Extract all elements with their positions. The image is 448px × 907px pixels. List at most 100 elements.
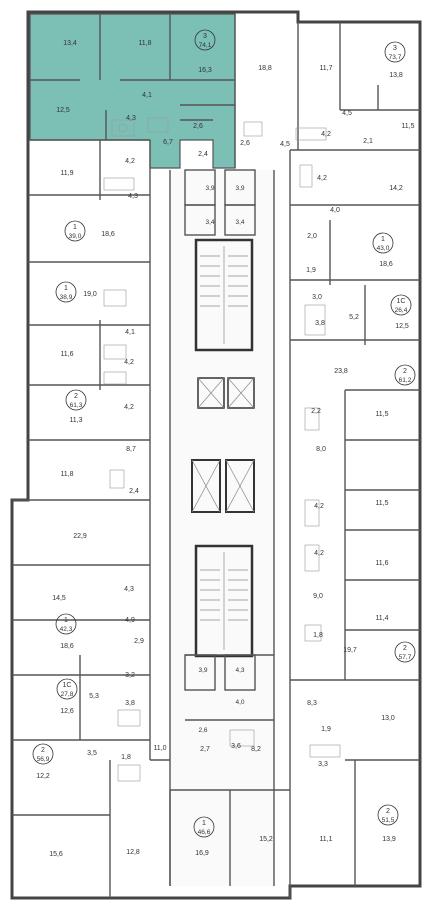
room-area: 18,6 bbox=[101, 231, 115, 238]
svg-text:3: 3 bbox=[393, 45, 397, 52]
room-area: 3,4 bbox=[205, 219, 214, 226]
room-area: 23,8 bbox=[334, 368, 348, 375]
bottom-walls bbox=[169, 654, 290, 886]
apartment-badge[interactable]: 2 51,5 bbox=[377, 804, 399, 826]
room-area: 8,0 bbox=[316, 446, 326, 453]
apartment-badge[interactable]: 1 43,0 bbox=[372, 232, 394, 254]
room-area: 2,6 bbox=[198, 727, 207, 734]
svg-text:3: 3 bbox=[203, 33, 207, 40]
apartment-badge[interactable]: 2 61,3 bbox=[65, 389, 87, 411]
svg-text:1: 1 bbox=[73, 224, 77, 231]
right-wing-walls bbox=[234, 14, 420, 898]
svg-text:2: 2 bbox=[403, 368, 407, 375]
room-area: 2,4 bbox=[129, 488, 139, 495]
room-area: 2,2 bbox=[311, 408, 321, 415]
room-area: 12,5 bbox=[395, 323, 409, 330]
svg-text:1: 1 bbox=[381, 236, 385, 243]
room-area: 11,8 bbox=[138, 40, 151, 47]
room-area: 3,9 bbox=[198, 667, 207, 674]
left-wing-walls bbox=[12, 110, 170, 898]
room-area: 16,9 bbox=[195, 850, 209, 857]
room-area: 11,6 bbox=[375, 560, 388, 567]
room-area: 3,8 bbox=[315, 320, 325, 327]
room-area: 14,2 bbox=[389, 185, 403, 192]
room-area: 4,2 bbox=[314, 550, 324, 557]
svg-text:2: 2 bbox=[41, 747, 45, 754]
apartment-badge[interactable]: 2 56,9 bbox=[32, 743, 54, 765]
room-area: 6,7 bbox=[163, 139, 173, 146]
room-area: 11,1 bbox=[319, 836, 332, 843]
room-area: 8,7 bbox=[126, 446, 136, 453]
stair-core-top bbox=[194, 238, 254, 352]
room-area: 18,6 bbox=[379, 261, 393, 268]
room-area: 12,8 bbox=[126, 849, 140, 856]
corridor-rooms bbox=[184, 169, 256, 691]
apartment-badge[interactable]: 2 57,7 bbox=[394, 641, 416, 663]
room-area: 11,5 bbox=[401, 123, 414, 130]
room-area: 22,9 bbox=[73, 533, 87, 540]
svg-text:61,3: 61,3 bbox=[70, 402, 83, 409]
room-area: 11,0 bbox=[153, 745, 166, 752]
svg-text:1: 1 bbox=[64, 285, 68, 292]
apartment-badge[interactable]: 3 74,1 bbox=[194, 29, 216, 51]
svg-text:2: 2 bbox=[403, 645, 407, 652]
apartment-badge[interactable]: 1 38,9 bbox=[55, 281, 77, 303]
room-area: 4,2 bbox=[125, 158, 135, 165]
svg-text:56,9: 56,9 bbox=[37, 756, 50, 763]
room-area: 3,5 bbox=[87, 750, 97, 757]
apartment-badge[interactable]: 3 73,7 bbox=[384, 41, 406, 63]
room-area: 11,7 bbox=[319, 65, 332, 72]
bathroom-fixtures bbox=[103, 117, 341, 782]
room-area: 4,2 bbox=[317, 175, 327, 182]
svg-text:27,8: 27,8 bbox=[61, 691, 74, 698]
room-area: 12,6 bbox=[60, 708, 74, 715]
room-area: 2,9 bbox=[134, 638, 144, 645]
svg-text:74,1: 74,1 bbox=[199, 42, 212, 49]
room-area: 2,1 bbox=[363, 138, 373, 145]
room-area: 1,8 bbox=[121, 754, 131, 761]
room-area: 12,2 bbox=[36, 773, 50, 780]
svg-text:1С: 1С bbox=[397, 298, 406, 305]
room-area: 11,4 bbox=[375, 615, 388, 622]
room-area: 8,2 bbox=[251, 746, 261, 753]
room-area: 4,3 bbox=[124, 586, 134, 593]
svg-text:26,4: 26,4 bbox=[395, 307, 408, 314]
room-area: 11,8 bbox=[60, 471, 73, 478]
apartment-badge[interactable]: 1 46,6 bbox=[193, 816, 215, 838]
room-area: 8,3 bbox=[307, 700, 317, 707]
svg-text:1С: 1С bbox=[63, 682, 72, 689]
room-area: 14,5 bbox=[52, 595, 66, 602]
stair-core-bottom bbox=[194, 544, 254, 658]
room-area: 3,9 bbox=[235, 185, 244, 192]
room-area: 4,0 bbox=[330, 207, 340, 214]
room-area: 2,6 bbox=[193, 123, 203, 130]
room-area: 9,0 bbox=[313, 593, 323, 600]
apartment-badge[interactable]: 2 61,2 bbox=[394, 364, 416, 386]
room-area: 18,8 bbox=[258, 65, 272, 72]
room-area: 12,5 bbox=[56, 107, 70, 114]
svg-text:38,9: 38,9 bbox=[60, 294, 73, 301]
apartment-badge[interactable]: 1 42,3 bbox=[55, 613, 77, 635]
room-area: 13,9 bbox=[382, 836, 396, 843]
room-area: 4,2 bbox=[124, 404, 134, 411]
room-area: 13,4 bbox=[63, 40, 77, 47]
room-area: 19,7 bbox=[343, 647, 357, 654]
room-area: 4,5 bbox=[342, 110, 352, 117]
room-area: 15,2 bbox=[259, 836, 273, 843]
room-area: 3,0 bbox=[312, 294, 322, 301]
apartment-badge[interactable]: 1С 26,4 bbox=[390, 294, 412, 316]
room-area: 2,6 bbox=[240, 140, 250, 147]
room-area: 11,5 bbox=[375, 500, 388, 507]
apartment-badge[interactable]: 1 39,0 bbox=[64, 220, 86, 242]
room-area: 3,6 bbox=[231, 743, 241, 750]
apartment-badge[interactable]: 1С 27,8 bbox=[56, 678, 78, 700]
room-area: 11,5 bbox=[375, 411, 388, 418]
room-area: 13,8 bbox=[389, 72, 403, 79]
svg-text:57,7: 57,7 bbox=[399, 654, 412, 661]
room-area: 3,3 bbox=[318, 761, 328, 768]
svg-text:39,0: 39,0 bbox=[69, 233, 82, 240]
apartment-badges: 3 74,1 3 73,7 1 39,0 1 43,0 1 38,9 1С 26… bbox=[32, 29, 416, 838]
room-area: 4,2 bbox=[321, 131, 331, 138]
room-area: 19,0 bbox=[83, 291, 97, 298]
room-area: 2,4 bbox=[198, 151, 208, 158]
